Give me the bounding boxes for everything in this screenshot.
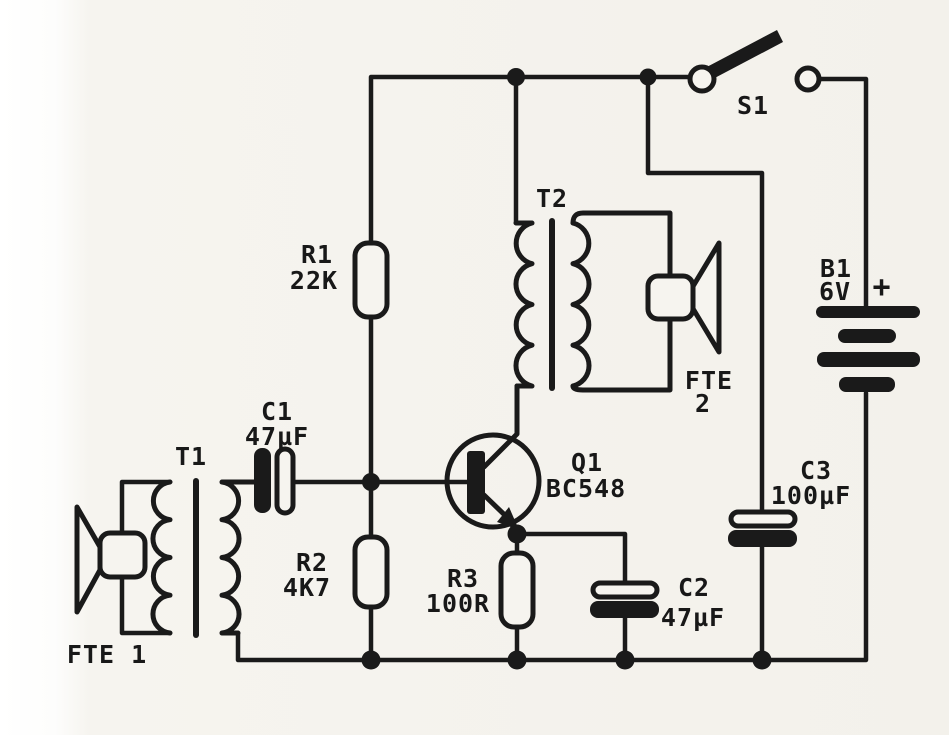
transistor-q1: [444, 383, 542, 530]
s1-pole-left: [687, 64, 717, 94]
label-q1-ref: Q1: [571, 448, 603, 477]
wires: [235, 74, 869, 663]
wire-battery-to-ground-rail: [235, 390, 869, 663]
label-r1-ref: R1: [301, 240, 333, 269]
c1-plate-outline: [274, 446, 296, 516]
label-r1-value: 22K: [290, 266, 338, 295]
speaker-fte2-cone: [689, 240, 722, 355]
t2-primary-coil: [513, 220, 535, 389]
label-b1-plus: +: [872, 270, 891, 305]
label-c3-value: 100µF: [771, 481, 851, 510]
capacitor-c3: [728, 509, 798, 547]
label-r2-value: 4K7: [283, 573, 331, 602]
c3-plate-outline: [728, 509, 798, 529]
speaker-fte1-magnet: [97, 530, 148, 580]
c1-plate-filled: [254, 448, 271, 513]
speaker-fte1-cone: [74, 504, 103, 615]
q1-case-circle: [444, 432, 542, 530]
label-b1-ref: B1: [820, 254, 852, 283]
label-q1-value: BC548: [546, 474, 626, 503]
junction-dot: [615, 650, 635, 670]
label-c2-ref: C2: [678, 573, 710, 602]
t1-secondary-coil: [219, 479, 259, 636]
transformer-t1: [150, 478, 259, 638]
c2-plate-outline: [590, 580, 660, 600]
capacitor-c2: [590, 580, 660, 618]
label-t2-ref: T2: [536, 184, 568, 213]
c2-plate-filled: [590, 601, 659, 618]
battery-b1: [816, 306, 920, 392]
label-r2-ref: R2: [296, 548, 328, 577]
q1-base-bar: [467, 451, 485, 514]
label-c1-value: 47µF: [245, 422, 309, 451]
s1-lever: [703, 30, 783, 81]
wire-c3-branch: [645, 74, 765, 515]
junction-dot: [362, 473, 380, 491]
speaker-fte1: [74, 479, 173, 636]
labels: R1 22K C1 47µF T1 R2 4K7 FTE 1 R3 100R Q…: [67, 91, 891, 669]
resistor-r1-body: [352, 240, 390, 320]
label-b1-value: 6V: [819, 277, 851, 306]
junction-dot: [507, 68, 525, 86]
resistor-r2-body: [352, 534, 390, 610]
b1-long-plate-2: [817, 352, 920, 367]
label-fte2-ref-line1: FTE: [685, 366, 733, 395]
label-s1-ref: S1: [737, 91, 769, 120]
junction-dot: [507, 524, 527, 544]
junction-dot: [361, 650, 381, 670]
t2-secondary-coil: [570, 220, 592, 389]
t1-primary-coil: [150, 479, 173, 636]
capacitor-c1: [254, 446, 296, 516]
wire-switch-to-battery: [816, 76, 869, 309]
label-fte2-ref-line2: 2: [695, 389, 711, 418]
resistor-r3-body: [498, 550, 536, 630]
c3-plate-filled: [728, 530, 797, 547]
label-r3-value: 100R: [426, 589, 490, 618]
label-c2-value: 47µF: [661, 603, 725, 632]
switch-s1: [687, 30, 822, 94]
label-c3-ref: C3: [800, 456, 832, 485]
b1-short-plate-1: [838, 329, 896, 343]
s1-pole-right: [794, 65, 822, 93]
label-t1-ref: T1: [175, 442, 207, 471]
b1-long-plate-1: [816, 306, 920, 318]
b1-short-plate-2: [839, 377, 895, 392]
label-fte1-ref: FTE 1: [67, 640, 147, 669]
junction-dot: [639, 68, 657, 86]
junction-dot: [507, 650, 527, 670]
junction-dots: [361, 68, 772, 670]
q1-collector-lead: [481, 383, 520, 470]
wire-top-rail: [368, 74, 693, 246]
junction-dot: [752, 650, 772, 670]
label-c1-ref: C1: [261, 397, 293, 426]
label-r3-ref: R3: [447, 564, 479, 593]
speaker-fte2-magnet: [645, 273, 696, 322]
speaker-fte2: [645, 240, 722, 355]
q1-emitter-arrowhead: [497, 507, 519, 530]
